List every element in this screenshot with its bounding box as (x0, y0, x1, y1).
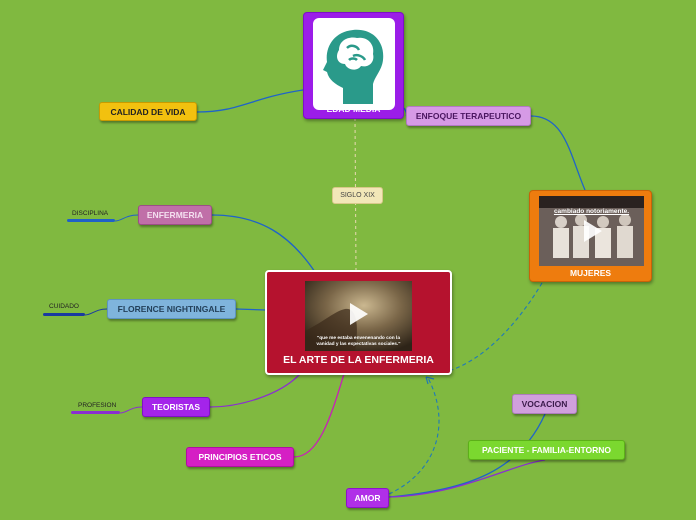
line-central-florence (235, 308, 267, 311)
central-title: EL ARTE DE LA ENFERMERIA (283, 354, 434, 366)
head-profile-image (313, 18, 395, 110)
dashed-edad-central (354, 117, 357, 271)
mujeres-title: MUJERES (569, 268, 612, 278)
florence-nightingale-node[interactable]: FLORENCE NIGHTINGALE (107, 299, 236, 319)
head-brain-icon (323, 29, 384, 104)
mujeres-node[interactable]: cambiado notoriamente. MUJERES (529, 190, 652, 282)
line-central-principios (293, 373, 345, 458)
line-florence-cuidado (84, 308, 108, 316)
mujeres-video-text: cambiado notoriamente. (553, 208, 630, 215)
profesion-underline (71, 411, 120, 414)
amor-node[interactable]: AMOR (346, 488, 389, 508)
vocacion-node[interactable]: VOCACION (512, 394, 577, 414)
edad-media-node[interactable]: EDAD MEDIA (303, 12, 404, 119)
line-enfermeria-disciplina (114, 214, 139, 222)
line-enfoque-mujeres (530, 115, 586, 191)
dashed-mujeres-central (429, 282, 543, 376)
teoristas-node[interactable]: TEORISTAS (142, 397, 210, 417)
cuidado-label[interactable]: CUIDADO (49, 303, 79, 310)
edad-media-title: EDAD MEDIA (326, 104, 381, 114)
profesion-label[interactable]: PROFESION (78, 402, 117, 409)
cuidado-underline (43, 313, 85, 316)
central-node[interactable]: "que me estaba envenenando con la vanida… (265, 270, 452, 375)
disciplina-underline (67, 219, 115, 222)
mujeres-video[interactable]: cambiado notoriamente. (539, 196, 644, 266)
dashed-amor-central (388, 377, 440, 495)
enfoque-terapeutico-node[interactable]: ENFOQUE TERAPEUTICO (406, 106, 531, 126)
play-icon[interactable] (584, 220, 602, 242)
line-central-teoristas (209, 373, 301, 408)
line-edad-calidad (196, 89, 304, 113)
arrow-head-central (425, 376, 435, 385)
line-central-enfermeria (211, 214, 316, 273)
central-video[interactable]: "que me estaba envenenando con la vanida… (305, 281, 412, 351)
line-amor-vocacion (388, 413, 546, 498)
disciplina-label[interactable]: DISCIPLINA (72, 210, 109, 217)
enfermeria-node[interactable]: ENFERMERIA (138, 205, 212, 225)
principios-eticos-node[interactable]: PRINCIPIOS ETICOS (186, 447, 294, 467)
central-video-quote: "que me estaba envenenando con la vanida… (316, 336, 401, 347)
paciente-familia-entorno-node[interactable]: PACIENTE - FAMILIA-ENTORNO (468, 440, 625, 460)
line-teoristas-profesion (119, 406, 143, 414)
siglo-xix-label[interactable]: SIGLO XIX (332, 187, 383, 204)
calidad-de-vida-node[interactable]: CALIDAD DE VIDA (99, 102, 197, 121)
line-amor-paciente (388, 459, 546, 498)
play-icon[interactable] (350, 303, 368, 325)
